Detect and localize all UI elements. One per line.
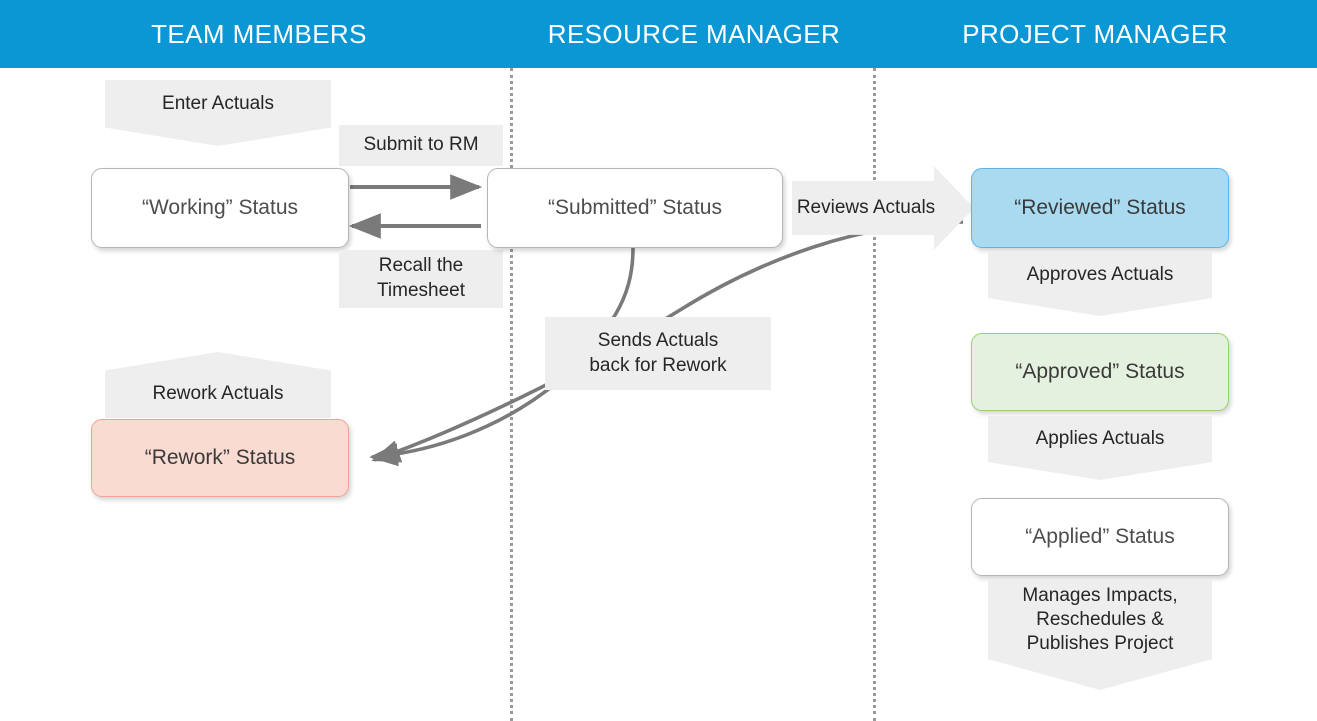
label-recall-line1: Recall the bbox=[378, 255, 464, 277]
lane-header-project-manager: PROJECT MANAGER bbox=[962, 19, 1228, 49]
banner-applies-actuals: Applies Actuals bbox=[988, 416, 1212, 480]
banner-reviews-actuals: Reviews Actuals bbox=[792, 166, 974, 250]
lane-header-team-members: TEAM MEMBERS bbox=[151, 19, 367, 49]
manages-impacts-line1: Manages Impacts, bbox=[1022, 584, 1178, 606]
status-box-approved[interactable]: “Approved” Status bbox=[971, 333, 1229, 411]
status-box-working[interactable]: “Working” Status bbox=[91, 168, 349, 248]
status-box-reviewed[interactable]: “Reviewed” Status bbox=[971, 168, 1229, 248]
manages-impacts-line2: Reschedules & bbox=[1036, 608, 1164, 630]
status-box-submitted[interactable]: “Submitted” Status bbox=[487, 168, 783, 248]
banner-approves-actuals: Approves Actuals bbox=[988, 252, 1212, 316]
status-box-applied[interactable]: “Applied” Status bbox=[971, 498, 1229, 576]
lane-divider-team-resource bbox=[510, 68, 513, 721]
status-box-rework[interactable]: “Rework” Status bbox=[91, 419, 349, 497]
label-submit-to-rm: Submit to RM bbox=[339, 125, 503, 166]
banner-manages-impacts: Manages Impacts, Reschedules & Publishes… bbox=[988, 580, 1212, 690]
lane-header-band bbox=[0, 0, 1317, 68]
banner-rework-actuals: Rework Actuals bbox=[105, 352, 331, 418]
lane-divider-resource-project bbox=[873, 68, 876, 721]
sends-back-line2: back for Rework bbox=[589, 354, 727, 376]
label-sends-actuals-back-for-rework: Sends Actuals back for Rework bbox=[545, 317, 771, 390]
sends-back-line1: Sends Actuals bbox=[597, 329, 719, 351]
label-recall-line2: Timesheet bbox=[377, 280, 465, 301]
lane-header-resource-manager: RESOURCE MANAGER bbox=[547, 19, 841, 49]
label-recall-the-timesheet: Recall the Timesheet bbox=[339, 250, 503, 308]
manages-impacts-line3: Publishes Project bbox=[1026, 633, 1174, 655]
banner-enter-actuals: Enter Actuals bbox=[105, 80, 331, 146]
